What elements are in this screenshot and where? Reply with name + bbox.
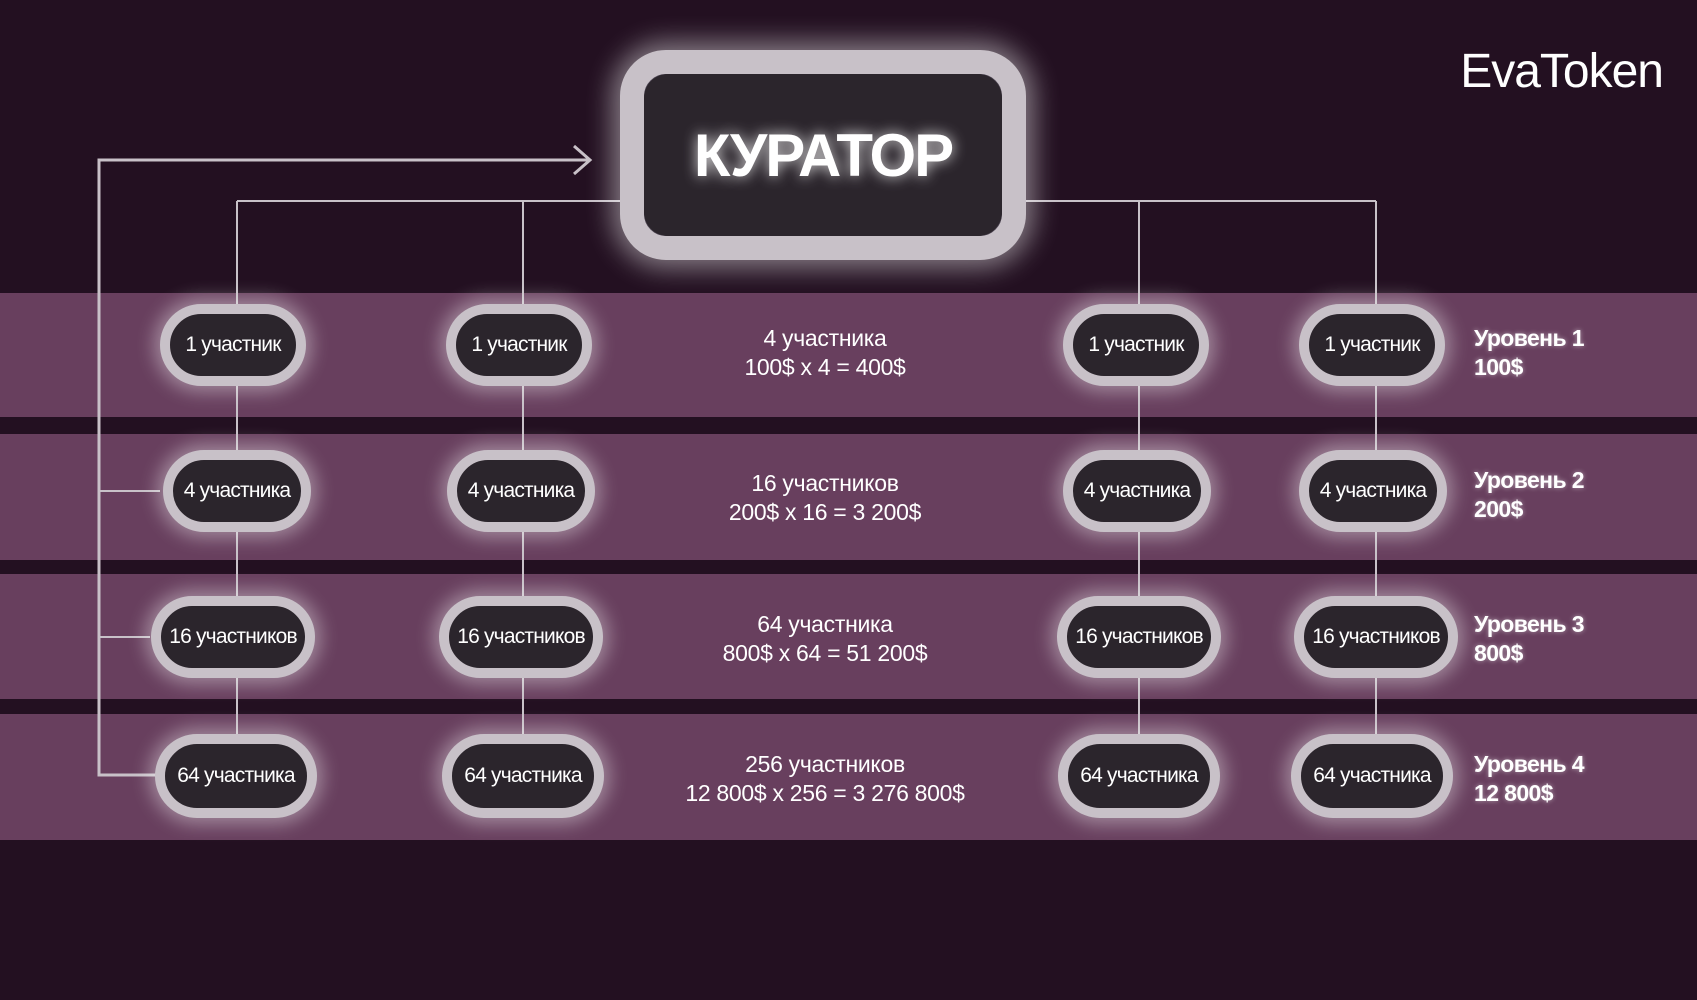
level-1-price: 100$	[1474, 354, 1523, 380]
level-1-node: 1 участник	[446, 304, 592, 386]
level-3-name: Уровень 3	[1474, 611, 1585, 637]
level-4-summary-count: 256 участников	[745, 751, 905, 777]
level-1-node: 1 участник	[160, 304, 306, 386]
level-4-name: Уровень 4	[1474, 751, 1585, 777]
level-1-summary-count: 4 участника	[763, 325, 887, 351]
level-3-price: 800$	[1474, 640, 1523, 666]
level-4-node: 64 участника	[1291, 734, 1453, 818]
level-1-label: Уровень 1 100$	[1474, 324, 1585, 382]
level-2-summary: 16 участников 200$ x 16 = 3 200$	[650, 469, 1000, 527]
level-2-summary-count: 16 участников	[751, 470, 899, 496]
return-line	[97, 158, 590, 777]
level-4-node: 64 участника	[1058, 734, 1220, 818]
level-2-node: 4 участника	[163, 450, 311, 532]
curator-node-inner	[644, 74, 1002, 236]
level-2-node: 4 участника	[447, 450, 595, 532]
level-3-node: 16 участников	[1294, 596, 1458, 678]
level-2-node: 4 участника	[1299, 450, 1447, 532]
level-2-name: Уровень 2	[1474, 467, 1585, 493]
level-1-summary: 4 участника 100$ x 4 = 400$	[650, 324, 1000, 382]
return-arrowhead	[573, 144, 593, 176]
curator-node: КУРАТОР	[620, 50, 1026, 260]
level-3-label: Уровень 3 800$	[1474, 610, 1585, 668]
level-1-node: 1 участник	[1299, 304, 1445, 386]
level-3-node: 16 участников	[1057, 596, 1221, 678]
level-4-summary-formula: 12 800$ x 256 = 3 276 800$	[685, 780, 965, 806]
level-3-node: 16 участников	[151, 596, 315, 678]
level-4-summary: 256 участников 12 800$ x 256 = 3 276 800…	[650, 750, 1000, 808]
level-3-summary-formula: 800$ x 64 = 51 200$	[722, 640, 928, 666]
level-1-summary-formula: 100$ x 4 = 400$	[744, 354, 906, 380]
curator-label: КУРАТОР	[693, 121, 954, 189]
level-2-price: 200$	[1474, 496, 1523, 522]
level-2-summary-formula: 200$ x 16 = 3 200$	[728, 499, 922, 525]
level-2-label: Уровень 2 200$	[1474, 466, 1585, 524]
level-2-node: 4 участника	[1063, 450, 1211, 532]
level-3-summary-count: 64 участника	[757, 611, 893, 637]
brand-logo-text: EvaToken	[1460, 45, 1664, 98]
level-4-label: Уровень 4 12 800$	[1474, 750, 1585, 808]
level-1-name: Уровень 1	[1474, 325, 1585, 351]
level-3-summary: 64 участника 800$ x 64 = 51 200$	[650, 610, 1000, 668]
level-3-node: 16 участников	[439, 596, 603, 678]
level-4-node: 64 участника	[155, 734, 317, 818]
level-4-node: 64 участника	[442, 734, 604, 818]
level-1-node: 1 участник	[1063, 304, 1209, 386]
level-4-price: 12 800$	[1474, 780, 1554, 806]
